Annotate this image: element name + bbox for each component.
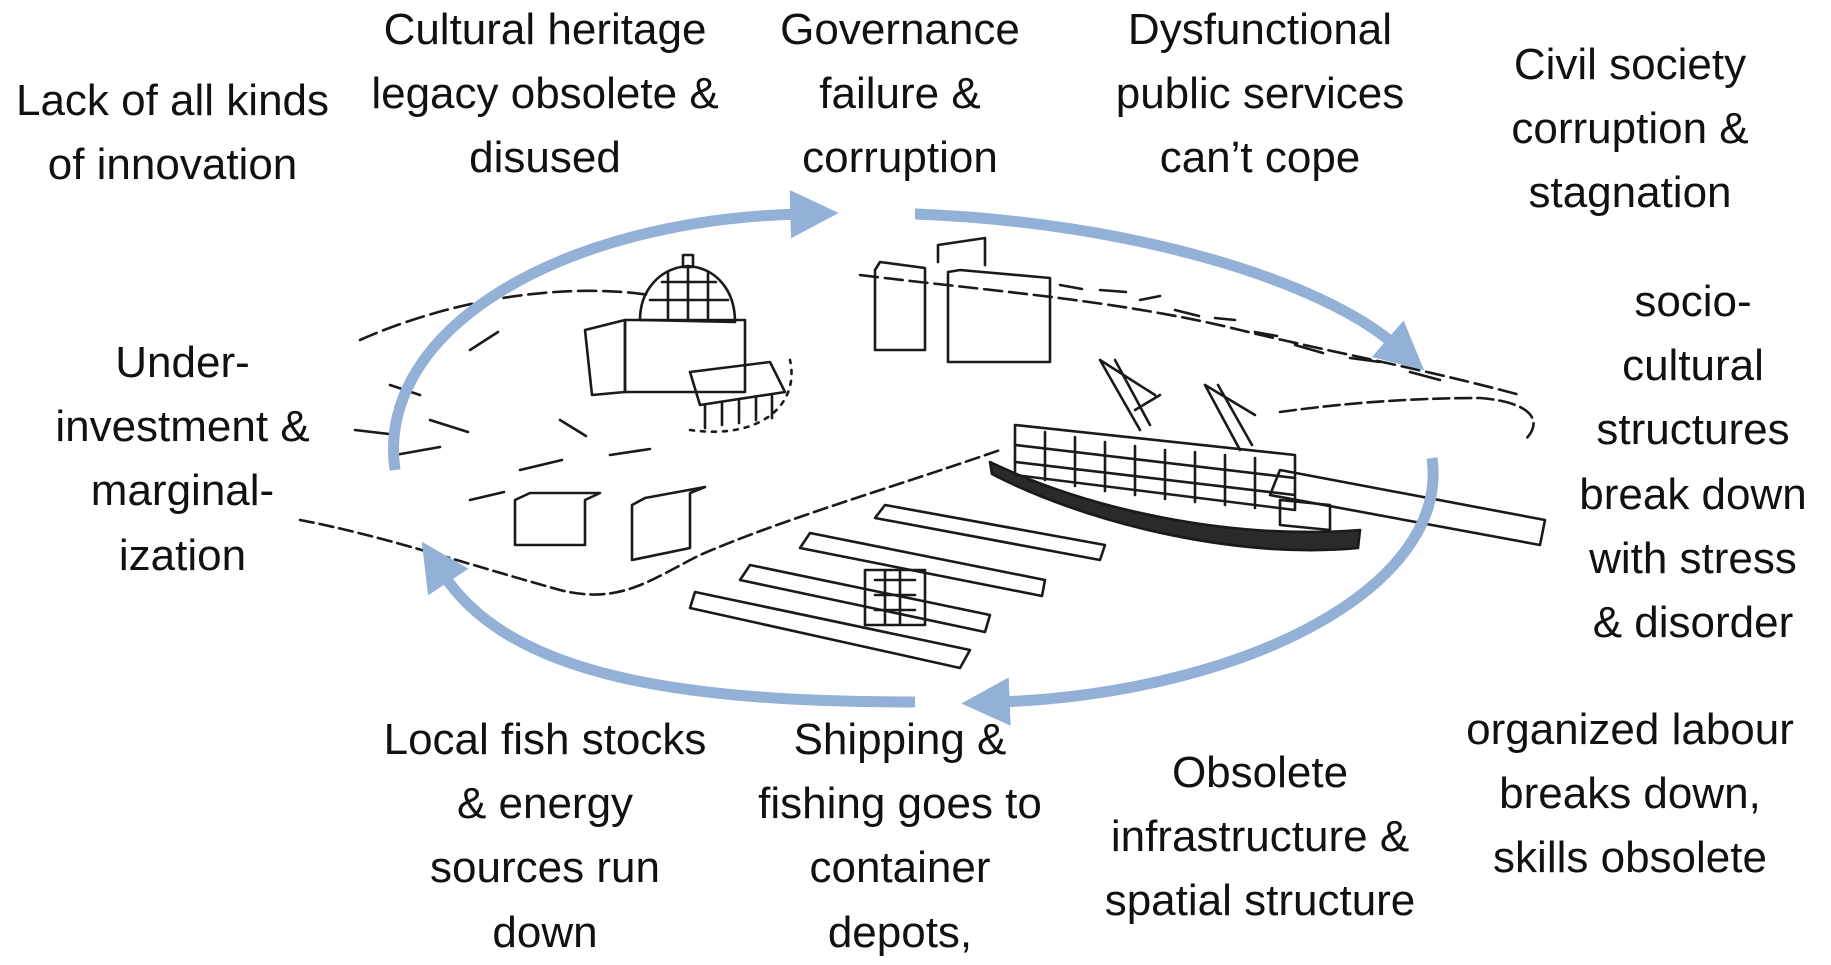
harbour-sketch-illustration: [298, 236, 1547, 670]
label-cultural-heritage: Cultural heritage legacy obsolete & disu…: [371, 5, 719, 183]
label-lack-of-innovation: Lack of all kinds of innovation: [15, 76, 330, 190]
cranes: [1098, 358, 1257, 452]
shoreline: [298, 448, 1002, 596]
label-obsolete-infrastructure: Obsolete infrastructure & spatial struct…: [1104, 748, 1416, 926]
cycle-arrow-bottom-right: [961, 457, 1439, 726]
cycle-arrow-top-left: [388, 190, 839, 471]
domed-building: [583, 253, 793, 433]
label-governance: Governance failure & corruption: [780, 5, 1020, 183]
coast-top: [358, 273, 1522, 397]
fishing-boat: [863, 568, 927, 627]
label-fish-stocks: Local fish stocks & energy sources run d…: [383, 715, 707, 957]
label-public-services: Dysfunctional public services can’t cope: [1115, 5, 1405, 183]
far-dashes: [1058, 283, 1442, 382]
cycle-arrow-bottom-left: [421, 541, 916, 708]
label-shipping: Shipping & fishing goes to container dep…: [758, 715, 1042, 957]
cycle-arrow-top-right: [914, 208, 1425, 371]
warehouses: [513, 236, 1052, 562]
label-underinvestment: Under- investment & marginal- ization: [55, 338, 310, 580]
label-socio-cultural: socio- cultural structures break down wi…: [1579, 277, 1807, 648]
label-organized-labour: organized labour breaks down, skills obs…: [1466, 705, 1794, 883]
bay-line: [1278, 396, 1535, 442]
container-ship: [988, 423, 1362, 552]
cycle-arrows: [388, 190, 1439, 726]
piers: [688, 468, 1547, 670]
label-civil-society: Civil society corruption & stagnation: [1511, 40, 1749, 218]
